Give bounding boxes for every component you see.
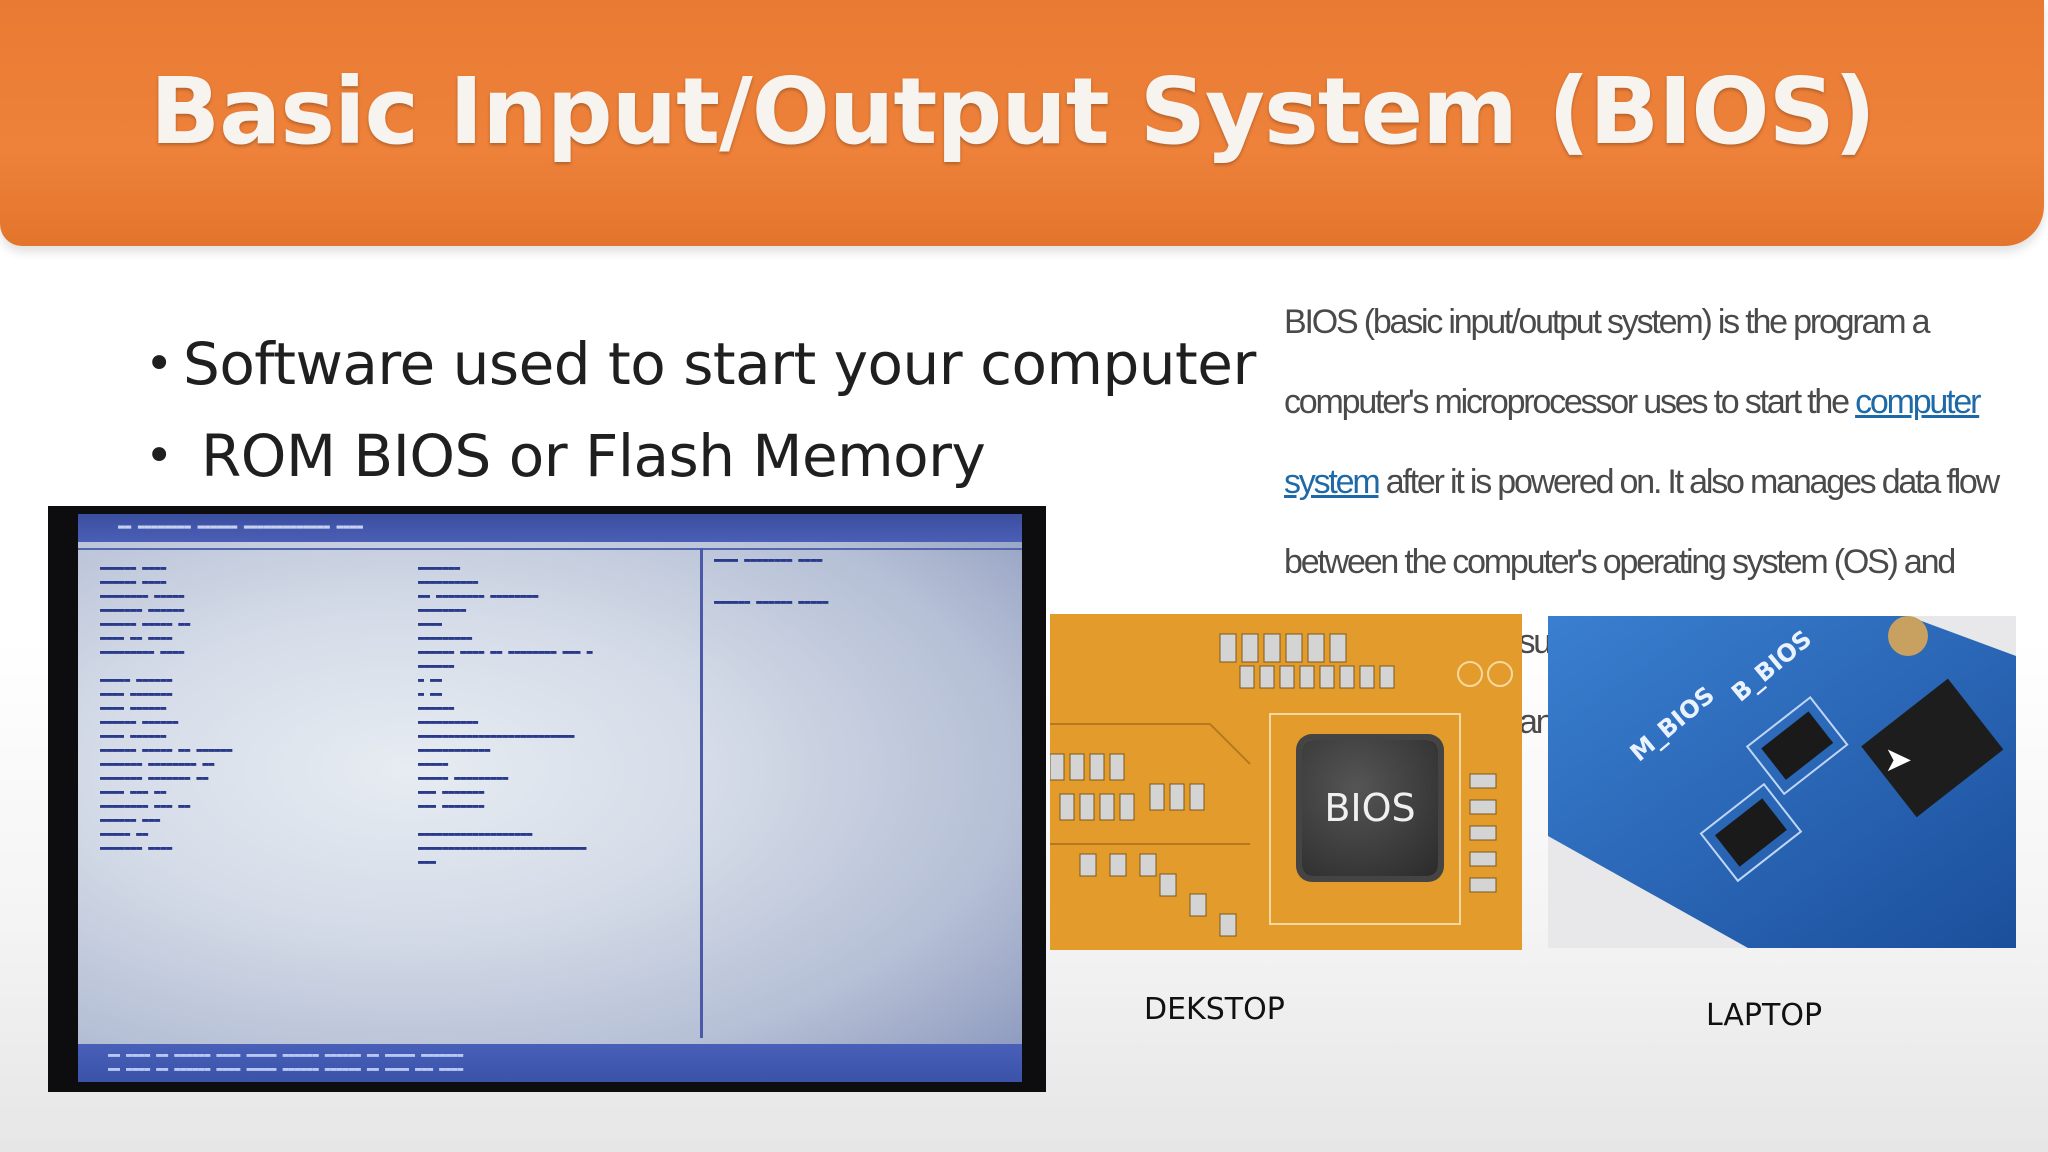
bios-help-panel: ▬▬▬▬ ▬▬▬▬▬▬▬▬ ▬▬▬▬ ▬▬▬▬▬▬ ▬▬▬▬▬▬ ▬▬▬▬▬ (714, 555, 829, 608)
title-banner (0, 0, 2044, 246)
laptop-caption: LAPTOP (1706, 998, 1823, 1033)
bios-chip-label: BIOS (1324, 786, 1416, 830)
desktop-caption: DEKSTOP (1144, 992, 1285, 1027)
desktop-bios-chip-photo: BIOS (1050, 614, 1522, 950)
bios-key-legend: ▬▬ ▬▬▬▬ ▬▬ ▬▬▬▬▬▬ ▬▬▬▬ ▬▬▬▬▬ ▬▬▬▬▬▬ ▬▬▬▬… (78, 1044, 1022, 1082)
bullet-text: Software used to start your computer (183, 330, 1256, 398)
bullet-icon: • (145, 428, 173, 484)
cursor-icon: ➤ (1884, 740, 1913, 780)
computer-system-link[interactable]: computer system (1284, 383, 1981, 501)
bios-setup-screen: ▬▬ ▬▬▬▬▬▬▬▬ ▬▬▬▬▬▬ ▬▬▬▬▬▬▬▬▬▬▬▬▬ ▬▬▬▬ ▬▬… (78, 514, 1022, 1082)
bios-menu-bar: ▬▬ ▬▬▬▬▬▬▬▬ ▬▬▬▬▬▬ ▬▬▬▬▬▬▬▬▬▬▬▬▬ ▬▬▬▬ (78, 514, 1022, 542)
bullet-text: ROM BIOS or Flash Memory (201, 422, 986, 490)
bullet-item: • Software used to start your computer (145, 318, 1275, 410)
bios-field-values: ▬▬▬▬▬▬▬ ▬▬▬▬▬▬▬▬▬▬ ▬▬ ▬▬▬▬▬▬▬▬ ▬▬▬▬▬▬▬▬ … (418, 563, 593, 868)
bullet-list: • Software used to start your computer •… (145, 318, 1275, 502)
bios-screen-photo: ▬▬ ▬▬▬▬▬▬▬▬ ▬▬▬▬▬▬ ▬▬▬▬▬▬▬▬▬▬▬▬▬ ▬▬▬▬ ▬▬… (48, 506, 1046, 1092)
description-text: BIOS (basic input/output system) is the … (1284, 303, 1931, 421)
laptop-board-icon (1548, 616, 2016, 948)
slide-title: Basic Input/Output System (BIOS) (150, 58, 1876, 165)
bullet-item: • ROM BIOS or Flash Memory (145, 410, 1275, 502)
bios-field-labels: ▬▬▬▬▬▬ ▬▬▬▬ ▬▬▬▬▬▬ ▬▬▬▬ ▬▬▬▬▬▬▬▬ ▬▬▬▬▬ ▬… (100, 563, 233, 854)
circuit-board-icon (1050, 614, 1522, 950)
bullet-icon: • (145, 336, 173, 392)
bios-chip: BIOS (1302, 740, 1438, 876)
laptop-bios-chip-photo: M_BIOS B_BIOS ➤ (1548, 616, 2016, 948)
